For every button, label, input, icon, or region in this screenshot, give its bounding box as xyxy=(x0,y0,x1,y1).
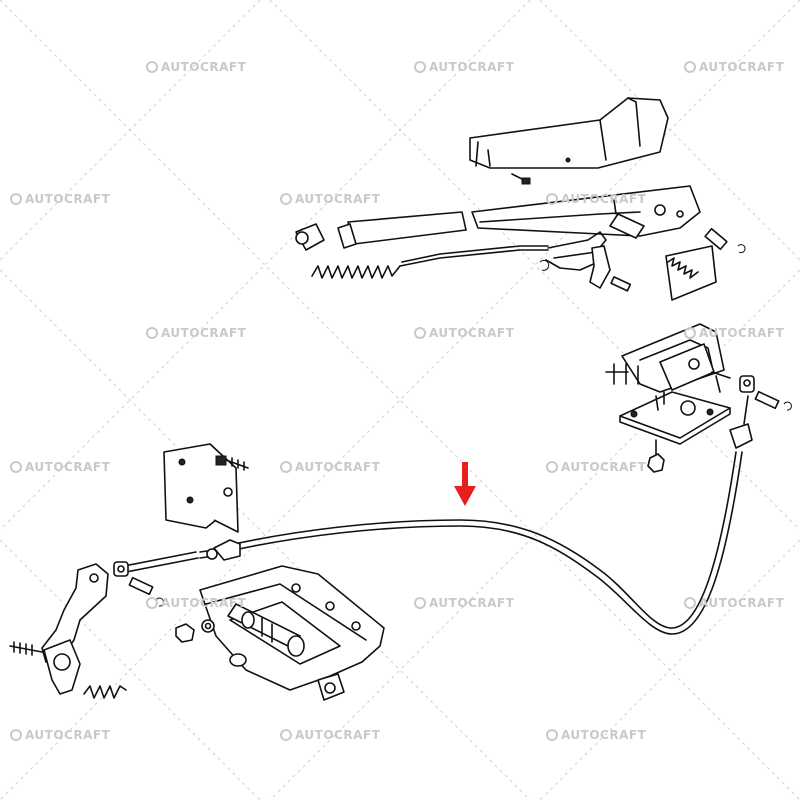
watermark: AUTOCRAFT xyxy=(146,60,246,74)
red-down-arrow-icon xyxy=(454,462,476,506)
watermark-logo-icon xyxy=(546,193,558,205)
pivot-pin xyxy=(704,227,746,254)
watermark-logo-icon xyxy=(546,461,558,473)
watermark: AUTOCRAFT xyxy=(546,192,646,206)
handbrake-cable[interactable] xyxy=(113,375,755,635)
watermark-logo-icon xyxy=(684,597,696,609)
cable-bracket xyxy=(163,443,239,533)
watermark-logo-icon xyxy=(146,597,158,609)
watermark: AUTOCRAFT xyxy=(414,60,514,74)
watermark-logo-icon xyxy=(280,193,292,205)
ratchet-plate xyxy=(665,245,717,301)
small-pin xyxy=(610,276,632,292)
watermark-logo-icon xyxy=(280,729,292,741)
cover-screw xyxy=(511,173,531,185)
watermark: AUTOCRAFT xyxy=(414,326,514,340)
watermark-logo-icon xyxy=(10,193,22,205)
watermark: AUTOCRAFT xyxy=(546,460,646,474)
watermark-logo-icon xyxy=(280,461,292,473)
watermark-logo-icon xyxy=(546,729,558,741)
watermark-logo-icon xyxy=(414,61,426,73)
mounting-plate xyxy=(619,391,731,445)
handbrake-lever xyxy=(295,185,701,251)
watermark: AUTOCRAFT xyxy=(684,60,784,74)
watermark-logo-icon xyxy=(146,61,158,73)
lever-spring xyxy=(83,685,127,699)
watermark-logo-icon xyxy=(10,729,22,741)
watermark: AUTOCRAFT xyxy=(414,596,514,610)
watermark: AUTOCRAFT xyxy=(146,326,246,340)
watermark: AUTOCRAFT xyxy=(280,192,380,206)
watermark: AUTOCRAFT xyxy=(684,326,784,340)
lever-pin xyxy=(128,576,164,607)
caliper-shaft xyxy=(227,603,305,657)
watermark: AUTOCRAFT xyxy=(146,596,246,610)
lever-cover xyxy=(469,97,669,169)
watermark-logo-icon xyxy=(684,327,696,339)
watermark-logo-icon xyxy=(146,327,158,339)
watermark: AUTOCRAFT xyxy=(10,460,110,474)
pawl-rod xyxy=(545,231,611,289)
watermark: AUTOCRAFT xyxy=(546,728,646,742)
watermark: AUTOCRAFT xyxy=(684,596,784,610)
watermark-logo-icon xyxy=(414,327,426,339)
watermark: AUTOCRAFT xyxy=(280,728,380,742)
watermark-logo-icon xyxy=(684,61,696,73)
watermark: AUTOCRAFT xyxy=(10,728,110,742)
actuating-lever xyxy=(9,563,109,695)
mounting-nut xyxy=(647,439,665,473)
clip-ring xyxy=(539,259,550,271)
watermark: AUTOCRAFT xyxy=(280,460,380,474)
watermark: AUTOCRAFT xyxy=(10,192,110,206)
bracket-pin xyxy=(754,390,792,411)
watermark-logo-icon xyxy=(10,461,22,473)
lever-bracket xyxy=(605,323,731,393)
bracket-bolt xyxy=(215,455,249,471)
watermark-logo-icon xyxy=(414,597,426,609)
return-spring xyxy=(311,245,549,279)
washer-and-bolt xyxy=(175,619,247,667)
